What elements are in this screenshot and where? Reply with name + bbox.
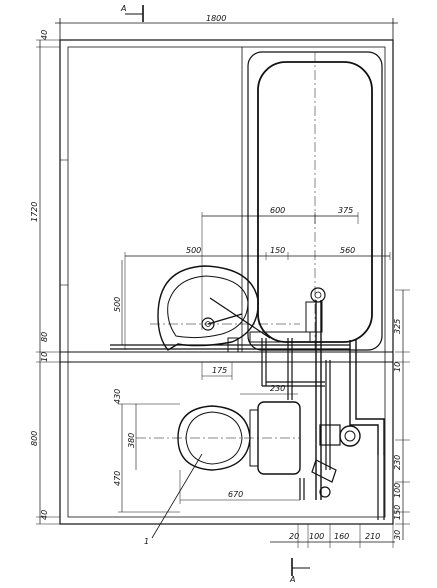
washbasin <box>150 265 300 351</box>
section-mark-bottom-label: A <box>289 575 295 584</box>
dim-80: 80 <box>40 332 49 342</box>
dim-500-top: 500 <box>186 246 201 255</box>
dim-40-bottom: 40 <box>40 510 49 520</box>
callout-1-label: 1 <box>144 537 149 546</box>
dim-100-right: 100 <box>393 483 402 498</box>
dim-325: 325 <box>393 319 402 334</box>
valve-icon <box>339 425 361 447</box>
bathtub <box>247 51 383 351</box>
dim-160: 160 <box>334 532 349 541</box>
section-mark-top: A <box>120 4 144 22</box>
dimension-labels: 1800 600 375 500 150 560 40 1720 500 80 … <box>30 14 402 541</box>
section-mark-top-label: A <box>120 4 126 13</box>
bathtub-drain-icon <box>310 287 326 303</box>
dim-150: 150 <box>270 246 285 255</box>
dimension-lines-left <box>36 39 180 525</box>
room-walls <box>59 39 394 525</box>
dim-375: 375 <box>338 206 353 215</box>
dim-210: 210 <box>365 532 380 541</box>
callout-1: 1 <box>144 453 203 546</box>
dim-150-right: 150 <box>393 505 402 520</box>
dim-380: 380 <box>127 433 136 448</box>
dim-600: 600 <box>270 206 285 215</box>
top-dimension-line <box>55 18 398 40</box>
dimension-lines-right <box>395 289 410 540</box>
dim-10-left: 10 <box>40 352 49 362</box>
dim-40-top: 40 <box>40 30 49 40</box>
dim-470: 470 <box>113 471 122 486</box>
dim-800: 800 <box>30 431 39 446</box>
dim-230-inner: 230 <box>270 384 285 393</box>
dim-430: 430 <box>113 389 122 404</box>
dim-20: 20 <box>289 532 299 541</box>
dim-670: 670 <box>228 490 243 499</box>
section-mark-bottom: A <box>289 558 310 584</box>
dim-1800: 1800 <box>206 14 226 23</box>
dim-560: 560 <box>340 246 355 255</box>
dimension-lines-top <box>124 212 391 350</box>
dim-30: 30 <box>393 530 402 540</box>
piping <box>110 300 385 520</box>
dim-1720: 1720 <box>30 202 39 222</box>
dim-500-left: 500 <box>113 297 122 312</box>
dim-100-bottom: 100 <box>309 532 324 541</box>
dim-230-right: 230 <box>393 455 402 470</box>
dimension-lines-bottom <box>179 362 395 548</box>
dim-175: 175 <box>212 366 227 375</box>
toilet <box>136 401 301 475</box>
dim-10-right: 10 <box>393 362 402 372</box>
